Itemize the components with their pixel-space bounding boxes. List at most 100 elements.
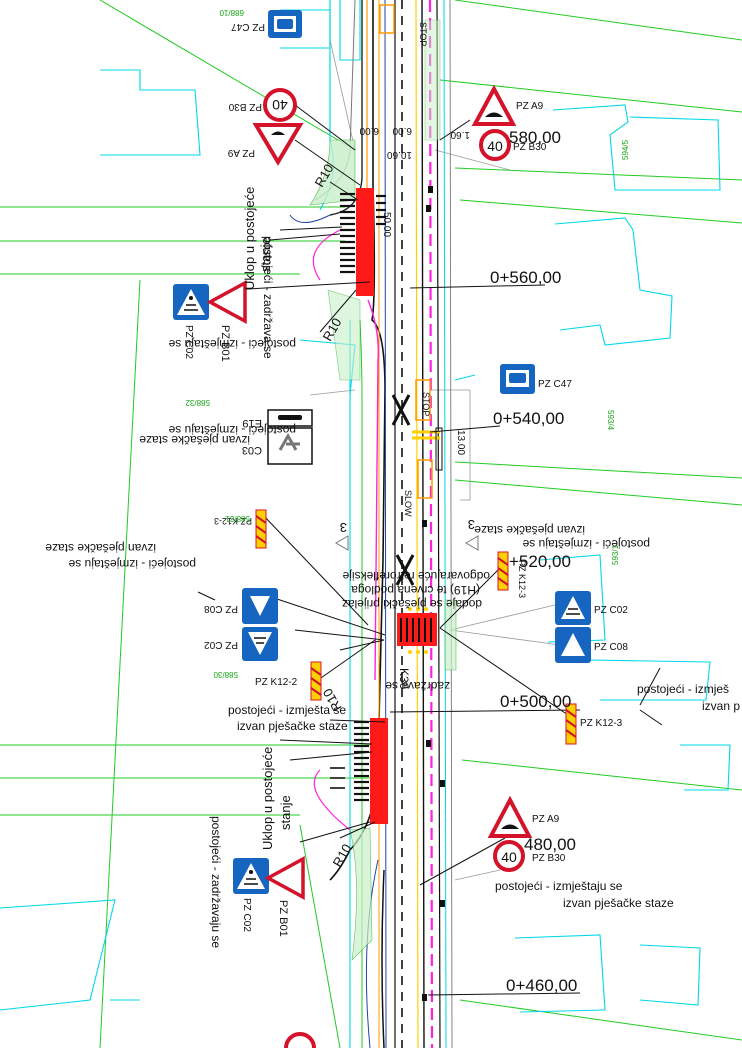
note-izmjestaju-upper-l1: postojeći - izmještaju se bbox=[168, 337, 296, 351]
chainage-580: 580,00 bbox=[509, 128, 561, 147]
note-izmjestaju-left-l1: postojeći - izmještaju se bbox=[68, 557, 196, 571]
note-zadrzava-upper: postojeći - zadržava se bbox=[261, 236, 275, 359]
lot-688-10: 688/10 bbox=[219, 8, 244, 17]
chainage-520: +520,00 bbox=[509, 552, 571, 571]
chainage-560: 0+560,00 bbox=[490, 268, 561, 287]
label-k36: K36 bbox=[397, 668, 411, 690]
sign-k12-2: PZ K12-2 bbox=[255, 661, 322, 701]
sign-c47-mid: PZ C47 bbox=[500, 364, 572, 394]
label-b30-bottom: PZ B30 bbox=[532, 853, 566, 864]
note-stanje-lower: stanje bbox=[278, 795, 293, 830]
crossing-middle bbox=[397, 607, 437, 654]
label-b01-lower: PZ B01 bbox=[277, 900, 289, 937]
sign-c08-right: PZ C08 bbox=[555, 627, 628, 663]
sign-c02-left: PZ C02 bbox=[204, 627, 278, 661]
sign-e19-c03: E19 C03 bbox=[242, 409, 313, 465]
note-izmjes-cut-l1: postojeći - izmješ bbox=[637, 682, 729, 696]
grey-leaders bbox=[309, 39, 561, 881]
number-3-right: 3 bbox=[468, 517, 475, 532]
green-verges bbox=[309, 19, 457, 961]
label-b30-top-right: PZ B30 bbox=[513, 142, 547, 153]
label-k12-3-right: PZ K12-3 bbox=[580, 718, 623, 729]
sign-k12-3-right: PZ K12-3 bbox=[565, 703, 623, 745]
chainages: 580,00 0+560,00 0+540,00 +520,00 0+500,0… bbox=[490, 128, 577, 995]
label-a9-top-right: PZ A9 bbox=[516, 101, 544, 112]
stop-marking: STOP bbox=[418, 22, 428, 46]
sign-c47-top: PZ C47 bbox=[231, 10, 302, 38]
label-b30-top: PZ B30 bbox=[228, 101, 262, 112]
sign-a9-bottom: PZ A9 bbox=[487, 795, 560, 838]
lot-593-4: 593/4 bbox=[606, 410, 615, 431]
note-izmjestaju-e19-l2: izvan pješačke staze bbox=[139, 433, 250, 447]
note-dodaje-l1: dodaje se pješački prijelaz bbox=[342, 597, 482, 611]
sign-c02-right: PZ C02 bbox=[555, 591, 628, 625]
label-e19: E19 bbox=[242, 417, 262, 429]
number-3-left: 3 bbox=[340, 520, 347, 535]
label-k12-3-left: PZ K12-3 bbox=[214, 516, 252, 526]
label-c08-right: PZ C08 bbox=[594, 642, 628, 653]
note-izmjestaju-right-l1: postojeći - izmještaju se bbox=[495, 879, 623, 893]
speed-b30-bottom: 40 bbox=[501, 849, 517, 865]
label-a9-top-left: PZ A9 bbox=[227, 147, 255, 158]
label-c02-left: PZ C02 bbox=[204, 639, 238, 650]
lot-numbers: 688/10 594/5 588/32 593/4 588/31 593/1 5… bbox=[185, 8, 630, 679]
sign-b30-top-right: 40 PZ B30 bbox=[479, 129, 547, 161]
lot-588-32: 588/32 bbox=[185, 398, 210, 407]
chainage-460: 0+460,00 bbox=[506, 976, 577, 995]
stop-marking-2: STOP bbox=[421, 392, 431, 416]
note-izmjes-cut-l2: izvan p bbox=[702, 699, 740, 713]
crossing-upper bbox=[340, 188, 386, 296]
dim-5000: 50.00 bbox=[381, 212, 392, 237]
note-zadrzavaju-lower: postojeći - zadržavaju se bbox=[209, 816, 223, 948]
speed-b30-top: 40 bbox=[272, 97, 288, 113]
label-b01-upper: PZ B01 bbox=[219, 325, 231, 362]
sign-b01-lower: PZ B01 bbox=[264, 856, 305, 937]
note-izmjestaju-mid-l1: postojeći - izmještaju se bbox=[522, 537, 650, 551]
label-c08-left: PZ C08 bbox=[204, 603, 238, 614]
label-c02-right: PZ C02 bbox=[594, 605, 628, 616]
lot-588-30: 588/30 bbox=[213, 670, 238, 679]
sign-b30-bottom-partial bbox=[284, 1032, 316, 1048]
label-k12-2: PZ K12-2 bbox=[255, 677, 298, 688]
note-uklop-lower: Uklop u postojeće bbox=[260, 747, 275, 850]
lot-593-1: 593/1 bbox=[611, 544, 620, 565]
dim-600: 6.00 bbox=[359, 125, 379, 136]
leader-lines bbox=[197, 104, 663, 996]
note-izmjesta-l2: izvan pješačke staze bbox=[237, 719, 348, 733]
sign-a9-top-right: PZ A9 bbox=[471, 84, 544, 126]
chainage-540: 0+540,00 bbox=[493, 409, 564, 428]
sign-k12-3-mid: PZ K12-3 bbox=[497, 551, 527, 598]
label-c02-lower: PZ C02 bbox=[241, 898, 252, 932]
note-izmjestaju-right-l2: izvan pješačke staze bbox=[563, 896, 674, 910]
speed-b30-top-right: 40 bbox=[487, 138, 503, 154]
dim-1300: 13.00 bbox=[455, 430, 466, 455]
sign-b30-top-left: 40 PZ B30 bbox=[228, 88, 297, 122]
label-k12-3-mid: PZ K12-3 bbox=[517, 560, 527, 598]
sign-a9-top-left: PZ A9 bbox=[227, 123, 304, 166]
radius-r10-d: R10 bbox=[330, 841, 355, 869]
note-dodaje-l2: (H19) te crvena podloga bbox=[351, 583, 480, 597]
dim-600b: 6.00 bbox=[392, 125, 412, 136]
note-izmjestaju-mid-l2: izvan pješačke staze bbox=[474, 523, 585, 537]
sign-k12-3-left: PZ K12-3 bbox=[214, 509, 267, 549]
dim-160: 1.60 bbox=[450, 129, 470, 140]
sign-c02-upper: PZ C02 bbox=[173, 284, 209, 359]
label-c47-top: PZ C47 bbox=[231, 21, 265, 32]
note-uklop-upper: Uklop u postojeće bbox=[242, 187, 257, 290]
note-izmjesta-l1: postojeći - izmješta se bbox=[228, 703, 346, 717]
lot-588-31: 588/31 bbox=[225, 514, 250, 523]
note-dodaje-l3: odgovarajuće retrorefleksije bbox=[342, 569, 490, 583]
sign-c08-left: PZ C08 bbox=[204, 588, 278, 624]
note-izmjestaju-e19-l1: postojeći - izmještaju se bbox=[168, 423, 296, 437]
dim-1060: 10.60 bbox=[387, 149, 412, 160]
chainage-480: 480,00 bbox=[524, 835, 576, 854]
road-markings: STOP STOP SLOW bbox=[379, 4, 445, 1001]
sign-c02-lower: PZ C02 bbox=[233, 858, 269, 932]
notes: Uklop u postojeće stanje postojeći - zad… bbox=[45, 187, 740, 949]
label-a9-bottom: PZ A9 bbox=[532, 814, 560, 825]
sign-b30-bottom: 40 PZ B30 bbox=[493, 840, 566, 872]
crossing-lower bbox=[330, 718, 388, 824]
note-zadrzava-short: zadržava se bbox=[385, 679, 450, 693]
